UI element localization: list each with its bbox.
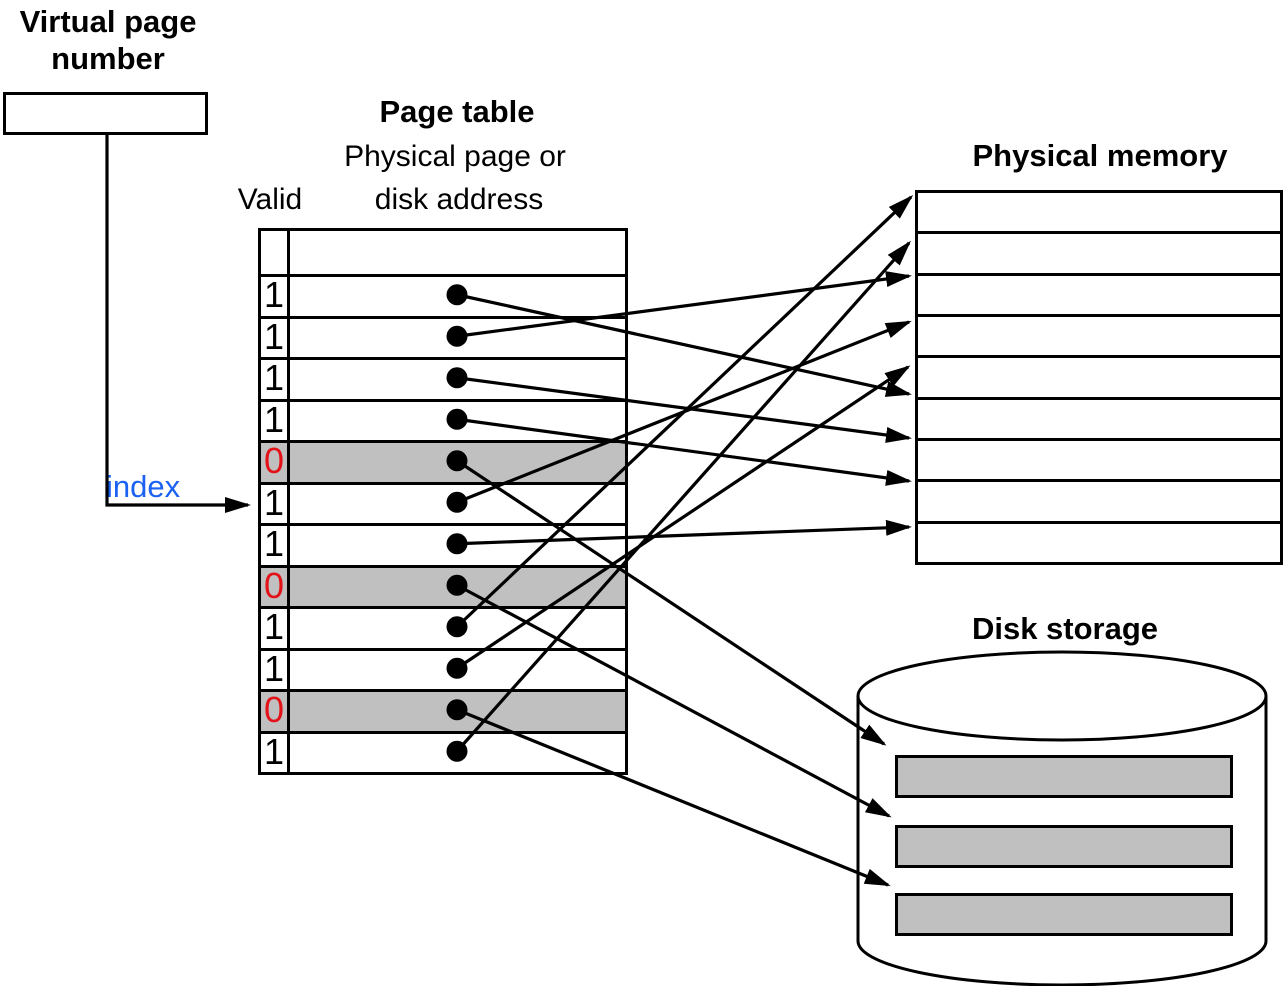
page-table-row: 1 (261, 274, 625, 316)
virtual-page-number-box (3, 92, 208, 135)
index-label: index (106, 469, 181, 504)
valid-bit: 1 (261, 399, 290, 440)
address-cell (290, 360, 625, 399)
page-table-row: 1 (261, 730, 625, 773)
valid-bit: 0 (261, 440, 290, 482)
page-table-row: 1 (261, 357, 625, 399)
address-cell (290, 526, 625, 565)
valid-bit: 1 (261, 274, 290, 316)
page-table-row: 1 (261, 481, 625, 524)
disk-storage-title: Disk storage (971, 611, 1159, 646)
valid-cell (261, 231, 290, 274)
page-table-row: 1 (261, 315, 625, 358)
valid-bit: 1 (261, 606, 290, 648)
page-table-row: 1 (261, 647, 625, 690)
physical-memory-row (918, 479, 1280, 520)
valid-bit: 1 (261, 357, 290, 399)
physical-memory-row (918, 520, 1280, 562)
address-column-header: disk address (374, 183, 544, 216)
address-cell (290, 651, 625, 690)
physical-memory-row (918, 193, 1280, 231)
virtual-page-number-label: Virtual page number (19, 4, 197, 76)
address-cell (290, 402, 625, 441)
valid-bit: 1 (261, 316, 290, 357)
page-table-row: 0 (261, 689, 625, 731)
valid-bit: 1 (261, 482, 290, 523)
address-cell (290, 443, 625, 482)
physical-memory-row (918, 396, 1280, 438)
page-table-header-row (261, 231, 625, 274)
disk-block (895, 825, 1233, 868)
physical-memory-title: Physical memory (972, 138, 1228, 173)
physical-memory-row (918, 313, 1280, 355)
disk-block (895, 755, 1233, 798)
address-cell (290, 485, 625, 524)
page-table-row: 1 (261, 398, 625, 441)
page-table-title: Page table (379, 94, 535, 129)
valid-bit: 1 (261, 648, 290, 689)
address-cell (290, 319, 625, 358)
page-table-subtitle: Physical page or (344, 140, 566, 173)
valid-bit: 1 (261, 731, 290, 772)
address-cell (290, 568, 625, 607)
address-cell (290, 277, 625, 316)
address-cell (290, 231, 625, 274)
address-cell (290, 609, 625, 648)
page-table-row: 0 (261, 440, 625, 482)
page-table-row: 1 (261, 523, 625, 565)
physical-memory-row (918, 272, 1280, 314)
physical-memory-box (915, 190, 1283, 565)
valid-column-header: Valid (237, 183, 303, 216)
physical-memory-row (918, 437, 1280, 479)
page-table-row: 0 (261, 564, 625, 607)
address-cell (290, 692, 625, 731)
disk-block (895, 893, 1233, 936)
physical-memory-row (918, 355, 1280, 396)
valid-bit: 0 (261, 565, 290, 606)
valid-bit: 0 (261, 689, 290, 731)
valid-bit: 1 (261, 523, 290, 565)
address-cell (290, 734, 625, 773)
physical-memory-row (918, 231, 1280, 272)
page-table-row: 1 (261, 606, 625, 648)
